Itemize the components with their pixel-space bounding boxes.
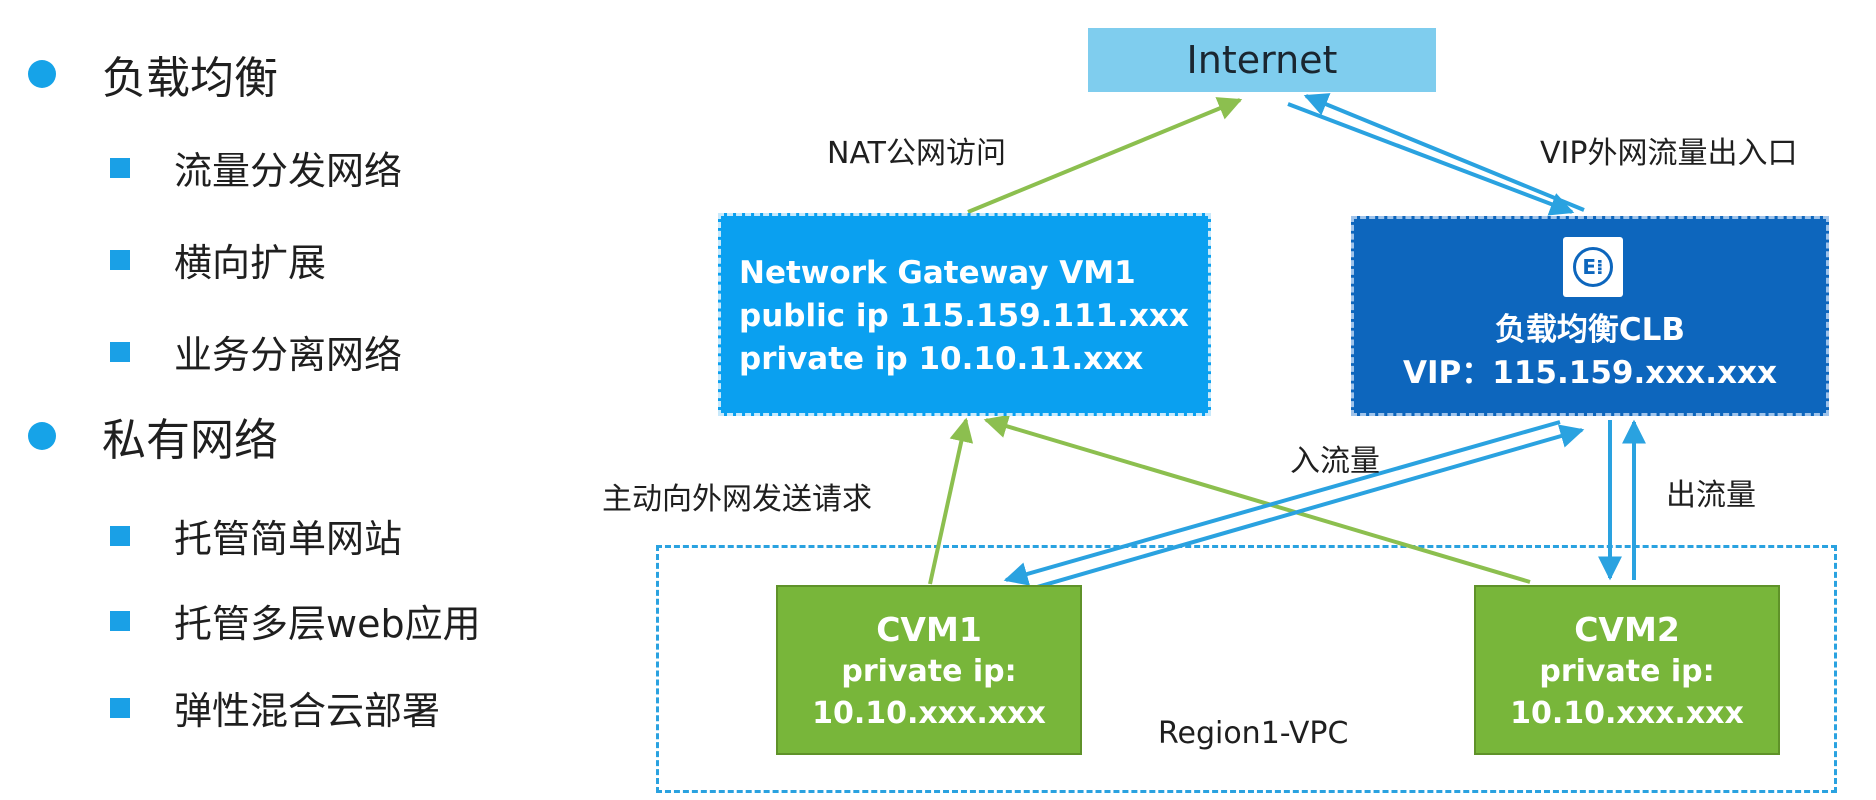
cvm1-ip-label: private ip:	[841, 654, 1017, 689]
gateway-public-ip: public ip 115.159.111.xxx	[739, 298, 1189, 334]
list-item: 托管多层web应用	[110, 593, 481, 648]
internet-label: Internet	[1186, 38, 1338, 82]
list-item: 业务分离网络	[110, 324, 402, 379]
bullet-square	[110, 697, 130, 718]
clb-to-cvm1-arrow	[1003, 420, 1561, 586]
cvm1-name: CVM1	[876, 610, 982, 649]
bullet-square	[110, 525, 130, 546]
bullet-square	[110, 341, 130, 362]
outbound-request-label: 主动向外网发送请求	[602, 482, 872, 517]
cvm2-name: CVM2	[1574, 610, 1680, 649]
section-vpc: 私有网络	[28, 404, 278, 468]
cvm1-to-clb-arrow	[1005, 424, 1585, 598]
list-item: 弹性混合云部署	[110, 680, 440, 735]
cvm2-node: CVM2 private ip: 10.10.xxx.xxx	[1474, 585, 1780, 755]
cvm1-to-gateway-arrow	[928, 417, 974, 585]
cvm2-ip-label: private ip:	[1539, 654, 1715, 689]
vpc-region	[656, 545, 1837, 793]
bullet-square	[110, 610, 130, 631]
cvm2-ip: 10.10.xxx.xxx	[1510, 696, 1744, 731]
vip-out-arrow	[1303, 93, 1585, 212]
outbound-label: 出流量	[1666, 478, 1756, 513]
vip-traffic-label: VIP外网流量出入口	[1540, 136, 1798, 171]
inbound-label: 入流量	[1290, 444, 1380, 479]
section-load-balancing: 负载均衡	[28, 42, 278, 106]
gateway-private-ip: private ip 10.10.11.xxx	[739, 341, 1144, 377]
bullet-dot	[28, 422, 56, 450]
nat-label: NAT公网访问	[827, 136, 1006, 171]
outline-list: 负载均衡 流量分发网络 横向扩展 业务分离网络 私有网络 托管简单网站 托管多层…	[0, 0, 640, 800]
cvm1-node: CVM1 private ip: 10.10.xxx.xxx	[776, 585, 1082, 755]
internet-node: Internet	[1088, 28, 1436, 92]
cvm2-to-gateway-arrow	[983, 414, 1531, 584]
load-balancer-icon: E⁞	[1563, 237, 1623, 297]
section-title: 负载均衡	[102, 53, 278, 104]
bullet-square	[110, 249, 130, 270]
cvm1-ip: 10.10.xxx.xxx	[812, 696, 1046, 731]
clb-node: E⁞ 负载均衡CLB VIP：115.159.xxx.xxx	[1351, 216, 1829, 416]
bullet-dot	[28, 60, 56, 88]
list-item: 托管简单网站	[110, 508, 402, 563]
vpc-label: Region1-VPC	[1158, 716, 1349, 751]
gateway-title: Network Gateway VM1	[739, 255, 1136, 291]
clb-vip: VIP：115.159.xxx.xxx	[1403, 355, 1777, 391]
nat-arrow	[967, 97, 1243, 214]
bullet-square	[110, 157, 130, 178]
vip-in-arrow	[1287, 102, 1575, 216]
list-item: 横向扩展	[110, 232, 326, 287]
clb-name: 负载均衡CLB	[1494, 312, 1686, 348]
section-title: 私有网络	[102, 415, 278, 466]
network-gateway-node: Network Gateway VM1 public ip 115.159.11…	[718, 213, 1211, 416]
list-item: 流量分发网络	[110, 140, 402, 195]
